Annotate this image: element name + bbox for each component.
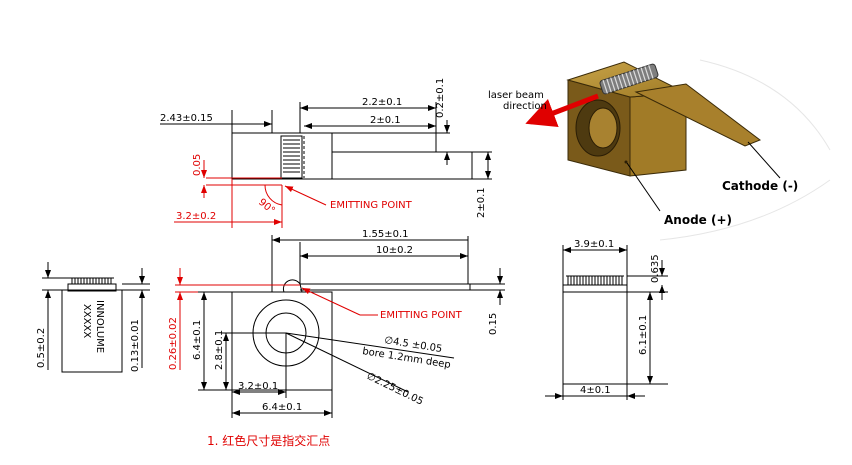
dim-2-2: 2.2±0.1 (362, 97, 402, 108)
side-chip (67, 283, 117, 292)
dim-3-9: 3.9±0.1 (574, 239, 614, 250)
side-view: INNOLUME XXXXX 0.5±0.2 0.13±0.01 (36, 262, 150, 373)
angle-arc (264, 184, 283, 206)
right-chip (562, 284, 628, 293)
dim-0-05: 0.05 (192, 154, 203, 176)
dim-3-2-h: 3.2±0.1 (238, 381, 278, 392)
hole-leader (285, 332, 455, 359)
dim-0-13: 0.13±0.01 (130, 319, 141, 372)
dim-0-26: 0.26±0.02 (168, 317, 179, 370)
anode-label: Anode (+) (664, 213, 732, 227)
emitting-point-front: EMITTING POINT (380, 310, 463, 321)
cathode-label: Cathode (-) (722, 179, 798, 193)
emitting-point-top: EMITTING POINT (330, 200, 413, 211)
inner-leader (285, 332, 409, 393)
emitting-leader-top (284, 185, 327, 206)
dim-1-55: 1.55±0.1 (362, 229, 409, 240)
dim-6-4-h: 6.4±0.1 (262, 402, 302, 413)
dim-6-4-v: 6.4±0.1 (192, 320, 203, 360)
iso-view: laser beam direction Cathode (-) Anode (… (488, 59, 831, 241)
brand-text: INNOLUME (94, 300, 105, 353)
iso-cathode-strip (634, 83, 762, 147)
dim-2: 2±0.1 (370, 115, 401, 126)
footnote: 1. 红色尺寸是指交汇点 (207, 433, 330, 448)
side-coil (70, 277, 114, 284)
beam-arrow (525, 93, 599, 128)
top-contact-strip (331, 151, 473, 180)
cathode-leader (747, 141, 781, 179)
inner-diameter: ∅2.25±0.05 (365, 371, 425, 408)
front-body (231, 291, 333, 391)
right-view: 3.9±0.1 0.635 6.1±0.1 4±0.1 (545, 239, 668, 400)
dim-10: 10±0.2 (376, 245, 413, 256)
anode-leader (626, 162, 661, 212)
beam-label-2: direction (503, 101, 547, 112)
top-body (231, 132, 333, 180)
iso-coil (599, 63, 659, 95)
emitting-leader-front (301, 287, 361, 316)
angle-90: 90° (256, 197, 277, 217)
dim-6-1: 6.1±0.1 (638, 315, 649, 355)
dim-3-2: 3.2±0.2 (176, 211, 216, 222)
dim-0-15: 0.15 (488, 313, 499, 335)
right-coil (566, 275, 624, 285)
dim-2-43: 2.43±0.15 (160, 113, 213, 124)
dim-2-right: 2±0.1 (476, 187, 487, 218)
side-body (61, 289, 123, 373)
beam-label-1: laser beam (488, 90, 544, 101)
top-coil (280, 135, 303, 179)
dim-0-2: 0.2±0.1 (435, 78, 446, 118)
top-view: 2.43±0.15 2.2±0.1 2±0.1 0.2±0.1 2±0.1 0.… (160, 78, 492, 228)
front-tab (282, 279, 303, 293)
dim-2-8: 2.8±0.1 (214, 330, 225, 370)
dim-0-5: 0.5±0.2 (36, 328, 47, 368)
right-body (562, 291, 628, 385)
dim-4: 4±0.1 (580, 385, 611, 396)
marking-text: XXXXX (81, 304, 92, 338)
dim-0-635: 0.635 (650, 254, 661, 283)
front-view: 1.55±0.1 10±0.2 0.15 0.26±0.02 6.4±0.1 2… (168, 229, 505, 418)
